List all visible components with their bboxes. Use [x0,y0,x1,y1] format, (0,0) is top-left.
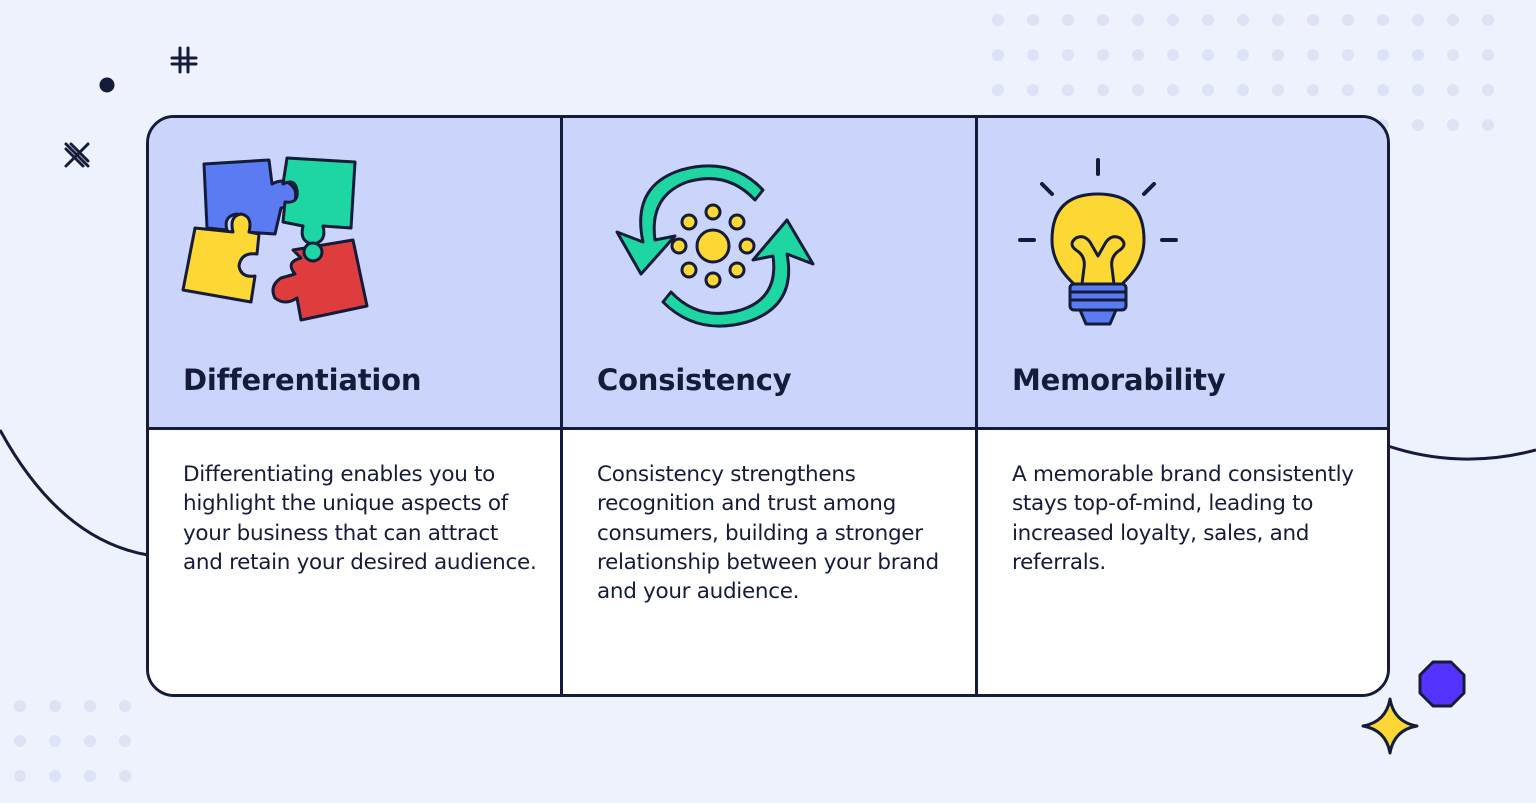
grid-dot [1342,84,1354,96]
grid-dot [84,700,96,712]
features-card: Differentiation [146,115,1390,697]
grid-dot [1167,49,1179,61]
grid-dot [1202,14,1214,26]
grid-dot [1307,49,1319,61]
grid-dot [1027,84,1039,96]
differentiation-body: Differentiating enables you to highlight… [149,430,563,694]
memorability-description: A memorable brand consistently stays top… [1012,462,1354,575]
grid-dot [1202,84,1214,96]
grid-dot [119,735,131,747]
grid-dot [1062,14,1074,26]
grid-dot [1447,14,1459,26]
grid-dot [84,770,96,782]
grid-dot [49,735,61,747]
grid-dot [1377,14,1389,26]
grid-dot [1132,14,1144,26]
grid-dot [1237,84,1249,96]
grid-dot [1167,14,1179,26]
grid-dot [1027,14,1039,26]
grid-dot [992,49,1004,61]
memorability-body: A memorable brand consistently stays top… [978,430,1387,694]
grid-dot [14,735,26,747]
consistency-body: Consistency strengthens recognition and … [563,430,978,694]
plus-cross-icon [170,46,198,74]
sparkle-star-icon [1361,697,1419,755]
grid-dot [1447,84,1459,96]
grid-dot [1412,14,1424,26]
differentiation-description: Differentiating enables you to highlight… [183,462,537,575]
grid-dot [1097,84,1109,96]
grid-dot [1062,84,1074,96]
x-cross-icon [64,142,90,168]
grid-dot [1377,49,1389,61]
grid-dot [84,735,96,747]
grid-dot [1307,14,1319,26]
grid-dot [992,14,1004,26]
grid-dot [14,770,26,782]
grid-dot [1132,49,1144,61]
grid-dot [14,700,26,712]
memorability-title: Memorability [1012,363,1226,397]
grid-dot [1097,49,1109,61]
grid-dot [1132,84,1144,96]
grid-dot [119,700,131,712]
grid-dot [1447,49,1459,61]
grid-dot [1447,119,1459,131]
dot-grid-top-right [992,14,1494,131]
background-curve-right [1387,444,1536,461]
grid-dot [1237,49,1249,61]
grid-dot [1202,49,1214,61]
grid-dot [119,770,131,782]
refresh-cycle-icon [591,156,821,336]
grid-dot [1342,49,1354,61]
consistency-title: Consistency [597,363,792,397]
grid-dot [1482,119,1494,131]
grid-dot [1482,14,1494,26]
grid-dot [1412,84,1424,96]
consistency-header: Consistency [563,118,978,430]
grid-dot [1482,84,1494,96]
lightbulb-icon [1006,156,1236,336]
memorability-header: Memorability [978,118,1387,430]
grid-dot [1412,49,1424,61]
grid-dot [992,84,1004,96]
grid-dot [1272,49,1284,61]
puzzle-icon [177,156,407,336]
small-dot [99,77,115,93]
consistency-description: Consistency strengthens recognition and … [597,462,939,605]
grid-dot [1062,49,1074,61]
grid-dot [1482,49,1494,61]
grid-dot [49,700,61,712]
grid-dot [49,770,61,782]
grid-dot [1342,14,1354,26]
differentiation-title: Differentiation [183,363,422,397]
grid-dot [1027,49,1039,61]
background-curve [0,429,149,557]
differentiation-header: Differentiation [149,118,563,430]
grid-dot [1377,84,1389,96]
grid-dot [1307,84,1319,96]
grid-dot [1167,84,1179,96]
grid-dot [1097,14,1109,26]
octagon-shape [1418,660,1466,708]
grid-dot [1237,14,1249,26]
dot-grid-bottom-left [14,700,131,782]
grid-dot [1272,14,1284,26]
grid-dot [1412,119,1424,131]
grid-dot [1272,84,1284,96]
